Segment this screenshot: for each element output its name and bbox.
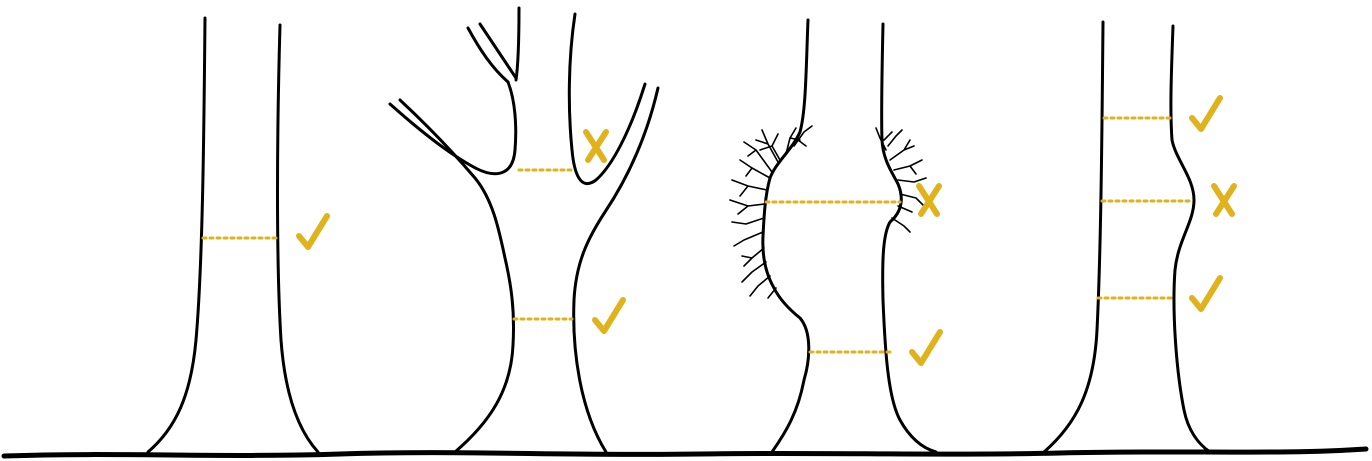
cross-mark-icon	[919, 186, 939, 214]
trunk-right-outline	[1171, 26, 1210, 452]
tree-trunk-with-swelling	[1044, 22, 1234, 452]
measurement-mark	[1214, 186, 1234, 214]
tree-straight-trunk	[148, 18, 327, 452]
epicormic-sprouts-left	[730, 126, 812, 298]
check-mark-icon	[299, 216, 327, 247]
trunk-left-outline	[148, 18, 205, 452]
fork-branch-left-stem	[390, 82, 516, 174]
fork-trunk-right-outline	[574, 88, 658, 452]
cross-mark-icon	[586, 132, 606, 160]
trunk-left-outline	[1044, 22, 1103, 452]
check-mark-icon	[1192, 98, 1220, 129]
trunk-left-outline	[763, 20, 809, 452]
trunk-right-outline	[882, 24, 936, 452]
ground-line	[4, 449, 1366, 456]
measurement-mark	[299, 216, 327, 247]
tree-forked-trunk	[390, 8, 658, 452]
measurement-mark	[1192, 98, 1220, 129]
epicormic-sprouts-right	[876, 128, 926, 232]
measurement-mark	[912, 332, 940, 363]
check-mark-icon	[595, 300, 623, 331]
fork-branch-left-stem	[516, 8, 519, 80]
measurement-mark	[595, 300, 623, 331]
measurement-mark	[586, 132, 606, 160]
tree-trunk-with-sprouts	[730, 20, 940, 452]
cross-mark-icon	[1214, 186, 1234, 214]
fork-branch-outer	[400, 100, 514, 452]
check-mark-icon	[912, 332, 940, 363]
measurement-mark	[919, 186, 939, 214]
check-mark-icon	[1192, 278, 1220, 309]
measurement-mark	[1192, 278, 1220, 309]
